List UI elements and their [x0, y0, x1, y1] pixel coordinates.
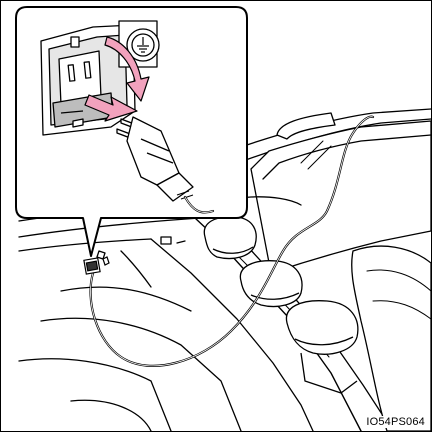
shift-knob-1 [204, 217, 256, 259]
dash-button [161, 237, 171, 244]
housing-screw [71, 37, 79, 47]
armrest [286, 301, 357, 355]
socket-slot-left [68, 65, 75, 81]
socket-slot-right [84, 62, 91, 78]
figure-code: IO54PS064 [364, 416, 427, 428]
detail-callout [16, 7, 247, 256]
outlet-plug [84, 257, 109, 274]
right-seat [352, 246, 431, 431]
